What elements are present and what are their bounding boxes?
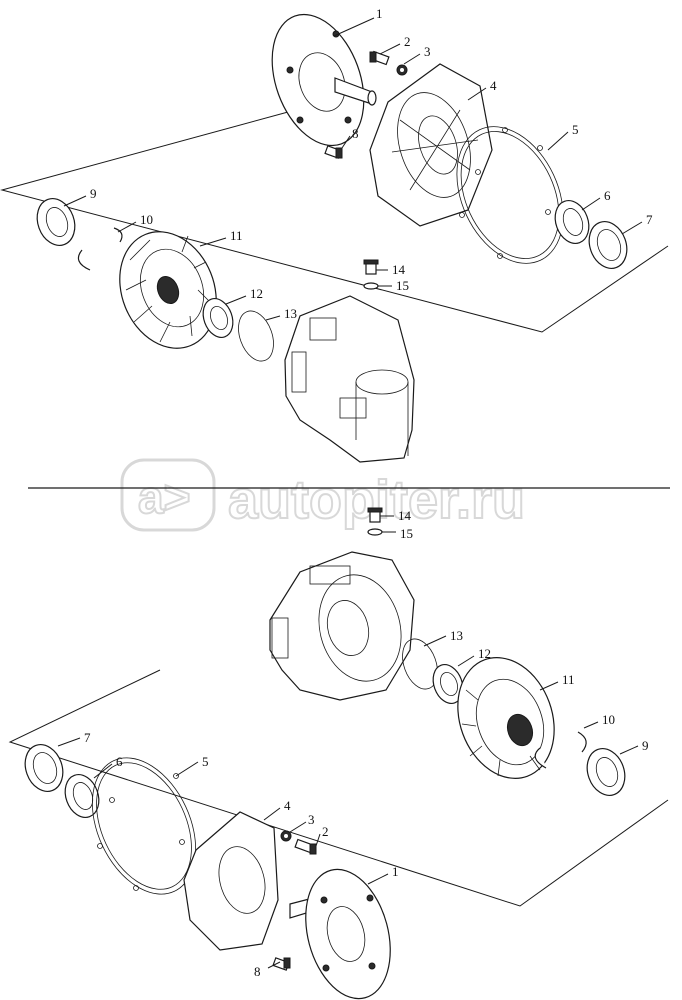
callout-9-bottom: 9 [642,738,649,753]
callout-7: 7 [646,212,653,227]
callout-6: 6 [604,188,611,203]
callout-14-bottom: 14 [398,508,412,523]
top-leaders [63,17,643,321]
callout-12: 12 [250,286,263,301]
part-8-bolt-bottom [272,957,291,971]
part-11-bevel-gear [119,231,217,349]
callout-4-bottom: 4 [284,798,291,813]
part-7-seal [588,221,628,269]
callout-6-bottom: 6 [116,754,123,769]
part-3-washer [396,64,408,76]
watermark: a> autopiter.ru [120,458,526,532]
callout-13: 13 [284,306,297,321]
callout-8-bottom: 8 [254,964,261,979]
top-frame-lines [0,111,669,333]
svg-text:a>: a> [138,471,190,523]
bottom-assembly: 14 15 13 12 11 10 9 7 6 5 4 3 2 1 8 [8,507,669,1000]
bottom-leaders [57,515,639,969]
part-13-o-ring [238,310,274,362]
top-assembly: 1 2 3 4 5 6 7 8 9 10 11 12 13 14 15 [0,6,669,463]
part-12-bearing-bottom [432,664,464,704]
part-5-gasket-bottom [91,757,197,895]
callout-3: 3 [424,44,431,59]
callout-2-bottom: 2 [322,824,329,839]
part-14-plug-bottom [367,507,383,523]
part-1-flange-bottom [289,868,391,1000]
part-6-seal [554,200,590,244]
callout-11-bottom: 11 [562,672,575,687]
part-14-plug [363,259,379,275]
part-4-cover [369,63,493,227]
callout-15-bottom: 15 [400,526,413,541]
callout-11: 11 [230,228,243,243]
part-2-bolt [369,50,390,66]
part-2-bolt-bottom [294,838,317,855]
callout-7-bottom: 7 [84,730,91,745]
part-15-washer [363,282,379,290]
callout-1-bottom: 1 [392,864,399,879]
callout-2: 2 [404,34,411,49]
callout-10: 10 [140,212,153,227]
part-6-seal-bottom [64,774,100,818]
part-1-flange [271,13,377,147]
bottom-callouts: 14 15 13 12 11 10 9 7 6 5 4 3 2 1 8 [84,508,649,979]
callout-3-bottom: 3 [308,812,315,827]
part-15-washer-bottom [367,528,383,536]
part-10-snap-ring [77,227,123,271]
callout-14: 14 [392,262,406,277]
callout-10-bottom: 10 [602,712,615,727]
part-7-seal-bottom [24,744,64,792]
top-housing [284,295,415,463]
part-5-gasket [456,126,564,264]
callout-13-bottom: 13 [450,628,463,643]
part-13-o-ring-bottom [402,638,438,690]
callout-1: 1 [376,6,383,21]
part-8-bolt [324,145,343,159]
a-arrow-logo-icon: a> [120,458,216,532]
callout-5: 5 [572,122,579,137]
part-9-bearing [36,198,76,246]
part-3-washer-bottom [280,830,292,842]
callout-9: 9 [90,186,97,201]
part-12-bearing [202,298,234,338]
part-9-bearing-bottom [586,748,626,796]
part-4-cover-bottom [183,811,279,951]
part-11-bevel-gear-bottom [457,657,555,779]
callout-8: 8 [352,126,359,141]
callout-5-bottom: 5 [202,754,209,769]
callout-4: 4 [490,78,497,93]
callout-12-bottom: 12 [478,646,491,661]
top-callouts: 1 2 3 4 5 6 7 8 9 10 11 12 13 14 15 [90,6,653,321]
part-10-snap-ring-bottom [534,731,587,769]
bottom-housing [269,551,415,701]
callout-15: 15 [396,278,409,293]
